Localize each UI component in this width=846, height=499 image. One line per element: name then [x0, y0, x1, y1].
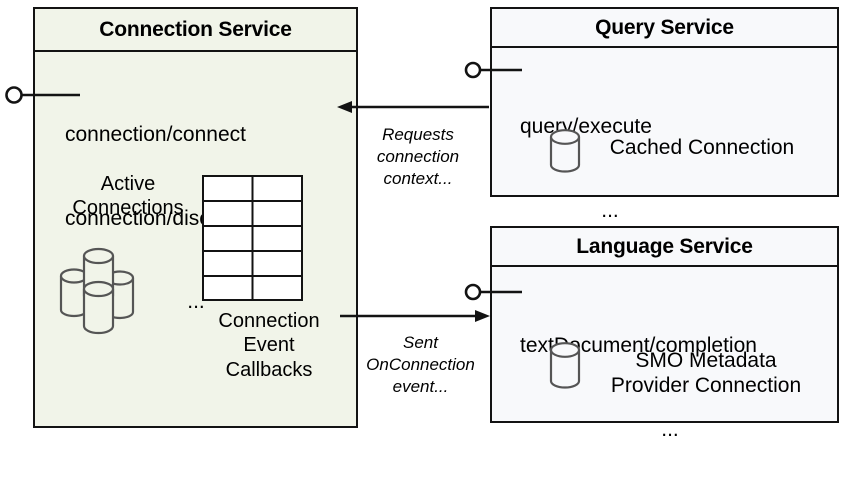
callbacks-caption-line-2: Event	[243, 334, 295, 357]
smo-metadata-provider-connection-label: SMO Metadata Provider Connection	[582, 349, 830, 399]
language-service-more: ...	[661, 417, 679, 441]
component-query-service[interactable]: Query Service query/execute ... Cached C…	[490, 7, 839, 222]
query-service-body: query/execute ... Cached Connection	[492, 48, 837, 221]
edge-label-requests-line-2: connection	[376, 147, 460, 167]
active-connections-caption: Active Connections	[53, 172, 203, 221]
connection-event-callbacks-caption: Connection Event Callbacks	[185, 309, 353, 382]
edge-label-sent-onconnection-event: Sent OnConnection event...	[363, 332, 478, 398]
cached-connection-label: Cached Connection	[609, 136, 795, 159]
edge-label-requests-line-3: context...	[383, 169, 453, 189]
active-connections-caption-line-2: Connections	[72, 197, 184, 220]
connection-service-body: connection/connect connection/disconnect…	[35, 52, 356, 426]
active-connections-caption-line-1: Active	[100, 173, 156, 195]
edge-connection-to-language	[340, 310, 490, 322]
edge-label-requests-line-1: Requests	[382, 125, 454, 144]
component-connection-service[interactable]: Connection Service connection/connect co…	[33, 7, 358, 428]
callbacks-caption-line-1: Connection	[218, 310, 320, 332]
callbacks-caption-line-3: Callbacks	[225, 358, 313, 381]
diagram-canvas: Connection Service connection/connect co…	[5, 7, 839, 441]
edge-label-sent-line-1: Sent	[403, 333, 438, 352]
smo-label-line-2: Provider Connection	[610, 373, 802, 397]
query-service-more: ...	[601, 198, 619, 222]
connection-service-more: ...	[187, 289, 205, 313]
connection-service-title: Connection Service	[35, 9, 356, 52]
smo-label-line-1: SMO Metadata	[635, 349, 777, 372]
language-service-title: Language Service	[492, 228, 837, 267]
operation-connection-connect: connection/connect	[65, 123, 246, 147]
edge-label-sent-line-3: event...	[392, 377, 449, 397]
language-service-body: textDocument/completion ... SMO Metadata…	[492, 267, 837, 440]
edge-label-requests-connection-context: Requests connection context...	[363, 124, 473, 190]
query-service-title: Query Service	[492, 9, 837, 48]
edge-label-sent-line-2: OnConnection	[366, 355, 475, 375]
component-language-service[interactable]: Language Service textDocument/completion…	[490, 226, 839, 441]
